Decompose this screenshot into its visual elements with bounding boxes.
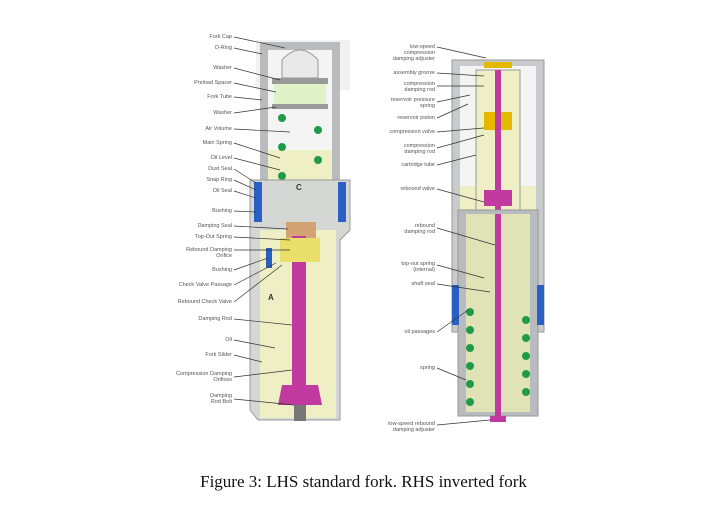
label-air-volume: Air Volume bbox=[205, 126, 232, 132]
label-rebound-valve: rebound valve bbox=[400, 186, 435, 192]
label-bushing: Bushing bbox=[212, 208, 232, 214]
label-washer-2: Washer bbox=[213, 110, 232, 116]
preload-spacer bbox=[274, 84, 326, 104]
label-oil-passages: oil passages bbox=[404, 329, 435, 335]
label-fork-slider: Fork Slider bbox=[205, 352, 232, 358]
damping-rod-bolt bbox=[294, 405, 306, 421]
chamber-c-label: C bbox=[296, 183, 302, 192]
label-rebound-check-valve: Rebound Check Valve bbox=[177, 299, 232, 305]
label-o-ring: O-Ring bbox=[214, 45, 232, 51]
figure-caption: Figure 3: LHS standard fork. RHS inverte… bbox=[200, 472, 527, 491]
label-damping-rod-bolt: Damping Rod Bolt bbox=[209, 393, 232, 405]
label-top-out-spring-internal: top-out spring (internal) bbox=[401, 261, 435, 273]
fork-cap bbox=[281, 49, 319, 79]
label-fork-tube: Fork Tube bbox=[207, 94, 232, 100]
label-spring: spring bbox=[420, 365, 435, 371]
damping-rod bbox=[292, 236, 306, 386]
label-washer: Washer bbox=[213, 65, 232, 71]
label-low-speed-rebound-adjuster: low-speed rebound damping adjuster bbox=[388, 421, 435, 433]
label-damping-seal: Damping Seal bbox=[197, 223, 232, 229]
oil-seal bbox=[254, 182, 262, 222]
label-bushing-2: Bushing bbox=[212, 267, 232, 273]
label-damping-rod: Damping Rod bbox=[198, 316, 232, 322]
label-oil-level: Oil Level bbox=[210, 155, 232, 161]
label-cartridge-tube: cartridge tube bbox=[401, 162, 435, 168]
label-compression-damping-rod-2: compression damping rod bbox=[403, 143, 435, 155]
chamber-a-label: A bbox=[268, 293, 274, 302]
label-main-spring: Main Spring bbox=[202, 140, 232, 146]
label-fork-cap: Fork Cap bbox=[209, 34, 232, 40]
label-rebound-damping-rod: rebound damping rod bbox=[404, 223, 435, 235]
label-dust-seal: Dust Seal bbox=[208, 166, 232, 172]
label-oil-seal: Oil Seal bbox=[212, 188, 232, 194]
label-preload-spacer: Preload Spacer bbox=[194, 80, 232, 86]
label-compression-valve: compression valve bbox=[389, 129, 435, 135]
left-fork-illustration bbox=[249, 40, 351, 421]
label-check-valve-passage: Check Valve Passage bbox=[178, 282, 232, 288]
right-fork-illustration bbox=[451, 59, 545, 422]
label-top-out-spring: Top-Out Spring bbox=[195, 234, 232, 240]
label-reservoir-pressure-spring: reservoir pressure spring bbox=[390, 97, 435, 109]
label-oil: Oil bbox=[225, 337, 232, 343]
label-snap-ring: Snap Ring bbox=[206, 177, 232, 183]
label-assembly-groove: assembly groove bbox=[393, 70, 435, 76]
label-shaft-seal: shaft seal bbox=[411, 281, 435, 287]
label-rebound-damping-orifice: Rebound Damping Orifice bbox=[186, 247, 232, 259]
label-reservoir-piston: reservoir piston bbox=[397, 115, 435, 121]
label-compression-damping-rod: compression damping rod bbox=[403, 81, 435, 93]
label-low-speed-compression-adjuster: low-speed compression damping adjuster bbox=[392, 44, 435, 62]
label-compression-damping-orifices: Compression Damping Orifices bbox=[176, 371, 232, 383]
